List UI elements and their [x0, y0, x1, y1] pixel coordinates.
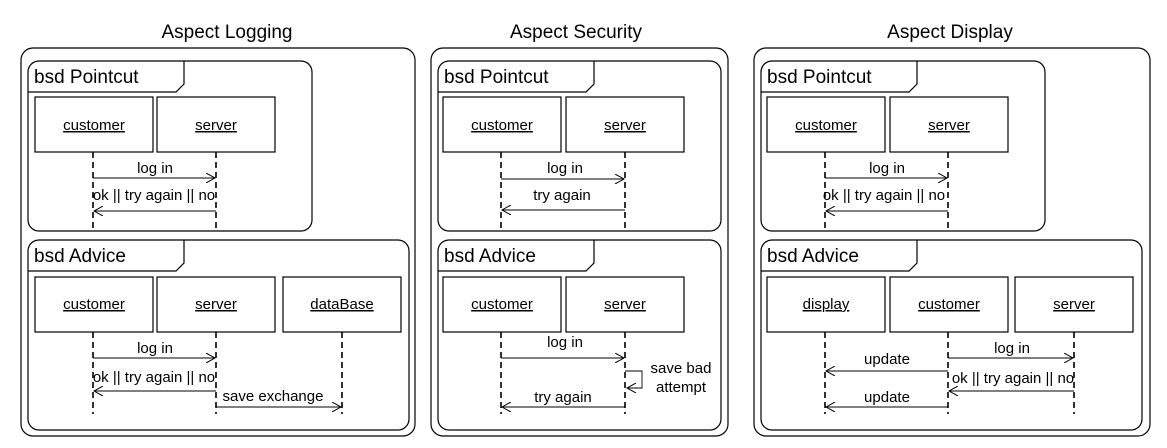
lifeline-label: display: [803, 296, 850, 313]
lifeline-label: customer: [471, 296, 533, 313]
lifeline-box-server: [565, 276, 685, 333]
pointcut-frame: bsd Pointcut customer server log in try …: [437, 60, 722, 232]
frame-label: bsd Advice: [444, 246, 536, 267]
message-label: log in: [137, 340, 173, 357]
lifeline-label: customer: [63, 296, 125, 313]
advice-border: [27, 239, 410, 431]
frame-label: bsd Pointcut: [444, 67, 549, 88]
aspect-frame: [753, 47, 1151, 437]
pointcut-frame: bsd Pointcut customer server log in ok |…: [760, 60, 1046, 232]
frame-label-tab: [761, 61, 918, 93]
message-label: attempt: [656, 379, 707, 396]
advice-frame: bsd Advice customer server log in save b…: [437, 239, 722, 431]
frame-label: bsd Advice: [767, 246, 859, 267]
pointcut-border: [760, 60, 1046, 232]
message-label: update: [864, 389, 910, 406]
message-label: log in: [547, 334, 583, 351]
message-label: update: [864, 351, 910, 368]
lifeline-box-customer: [889, 276, 1009, 333]
lifeline-label: customer: [471, 117, 533, 134]
lifeline-label: server: [195, 117, 237, 134]
message-label: log in: [994, 340, 1030, 357]
lifeline-box-customer: [442, 276, 562, 333]
aspect-frame: [20, 47, 416, 437]
lifeline-box-customer: [766, 96, 886, 153]
frame-label-tab: [761, 240, 918, 272]
lifeline-box-database: [282, 276, 402, 333]
aspect-title: Aspect Security: [510, 22, 642, 43]
message-label: log in: [137, 160, 173, 177]
frame-label: bsd Pointcut: [34, 67, 139, 88]
message-label: try again: [534, 389, 592, 406]
lifeline-label: customer: [918, 296, 980, 313]
lifeline-box-server: [889, 96, 1009, 153]
pointcut-frame: bsd Pointcut customer server log in ok |…: [27, 60, 313, 232]
message-label: save exchange: [223, 388, 324, 405]
lifeline-box-server: [1014, 276, 1134, 333]
pointcut-border: [27, 60, 313, 232]
message-label: ok || try again || no: [952, 370, 1074, 387]
aspect-frame: [430, 47, 729, 437]
pointcut-border: [437, 60, 722, 232]
frame-label: bsd Advice: [34, 246, 126, 267]
aspect-title: Aspect Logging: [162, 22, 293, 43]
frame-label-tab: [438, 240, 595, 272]
frame-label: bsd Pointcut: [767, 67, 872, 88]
aspect-display: Aspect Display bsd Pointcut customer ser…: [753, 22, 1151, 437]
message-label: ok || try again || no: [823, 187, 945, 204]
lifeline-label: server: [195, 296, 237, 313]
message-label: log in: [547, 160, 583, 177]
frame-label-tab: [28, 61, 185, 93]
lifeline-box-server: [156, 276, 276, 333]
lifeline-label: server: [1053, 296, 1095, 313]
lifeline-box-customer: [34, 96, 154, 153]
message-label: log in: [869, 160, 905, 177]
aspect-security: Aspect Security bsd Pointcut customer se…: [430, 22, 729, 437]
message-label: try again: [533, 187, 591, 204]
lifeline-label: server: [928, 117, 970, 134]
lifeline-label: customer: [63, 117, 125, 134]
message-label: ok || try again || no: [93, 187, 215, 204]
lifeline-label: customer: [795, 117, 857, 134]
frame-label-tab: [438, 61, 595, 93]
message-label: save bad: [651, 360, 712, 377]
self-message-arrow: [625, 370, 643, 388]
lifeline-label: dataBase: [310, 296, 373, 313]
lifeline-box-customer: [442, 96, 562, 153]
advice-border: [437, 239, 722, 431]
aspect-title: Aspect Display: [887, 22, 1013, 43]
lifeline-label: server: [604, 117, 646, 134]
lifeline-box-display: [766, 276, 886, 333]
lifeline-box-customer: [34, 276, 154, 333]
advice-frame: bsd Advice customer server dataBase log …: [27, 239, 410, 431]
advice-frame: bsd Advice display customer server updat…: [760, 239, 1143, 431]
aspect-logging: Aspect Logging bsd Pointcut customer ser…: [20, 22, 416, 437]
message-label: ok || try again || no: [93, 369, 215, 386]
advice-border: [760, 239, 1143, 431]
lifeline-box-server: [156, 96, 276, 153]
frame-label-tab: [28, 240, 185, 272]
lifeline-label: server: [604, 296, 646, 313]
